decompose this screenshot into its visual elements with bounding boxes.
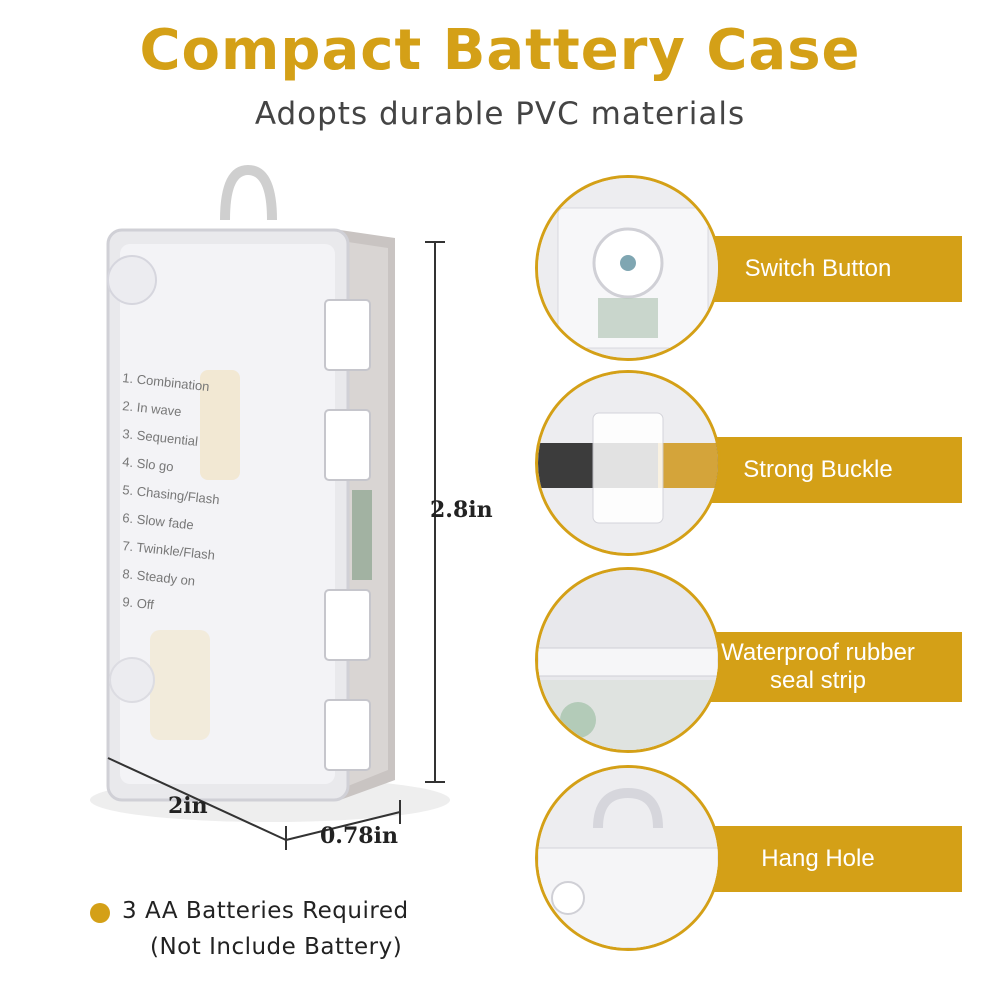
feature-label-text: Strong Buckle [743, 456, 893, 484]
seal-strip-icon [535, 567, 721, 753]
battery-requirement-text: 3 AA Batteries Required [122, 898, 409, 924]
mode-list-item: 6. Slow fade [122, 510, 195, 532]
feature-label-text: Hang Hole [761, 845, 875, 873]
bullet-dot-icon [90, 903, 110, 923]
width-dimension-label: 2in [168, 793, 208, 819]
height-dimension-label: 2.8in [430, 497, 493, 523]
switch-button-icon [535, 175, 721, 361]
mode-list-item: 4. Slo go [122, 454, 175, 474]
feature-label-text: Switch Button [744, 255, 892, 283]
page-title: Compact Battery Case [139, 18, 861, 83]
feature-label-text: Waterproof rubber seal strip [721, 639, 915, 694]
buckle-icon [535, 370, 721, 556]
battery-excluded-text: (Not Include Battery) [150, 934, 403, 960]
mode-list-item: 9. Off [122, 594, 155, 612]
depth-dimension-label: 0.78in [320, 823, 398, 849]
page-subtitle: Adopts durable PVC materials [254, 96, 746, 132]
mode-list-item: 2. In wave [122, 398, 183, 419]
hang-hole-icon [535, 765, 721, 951]
